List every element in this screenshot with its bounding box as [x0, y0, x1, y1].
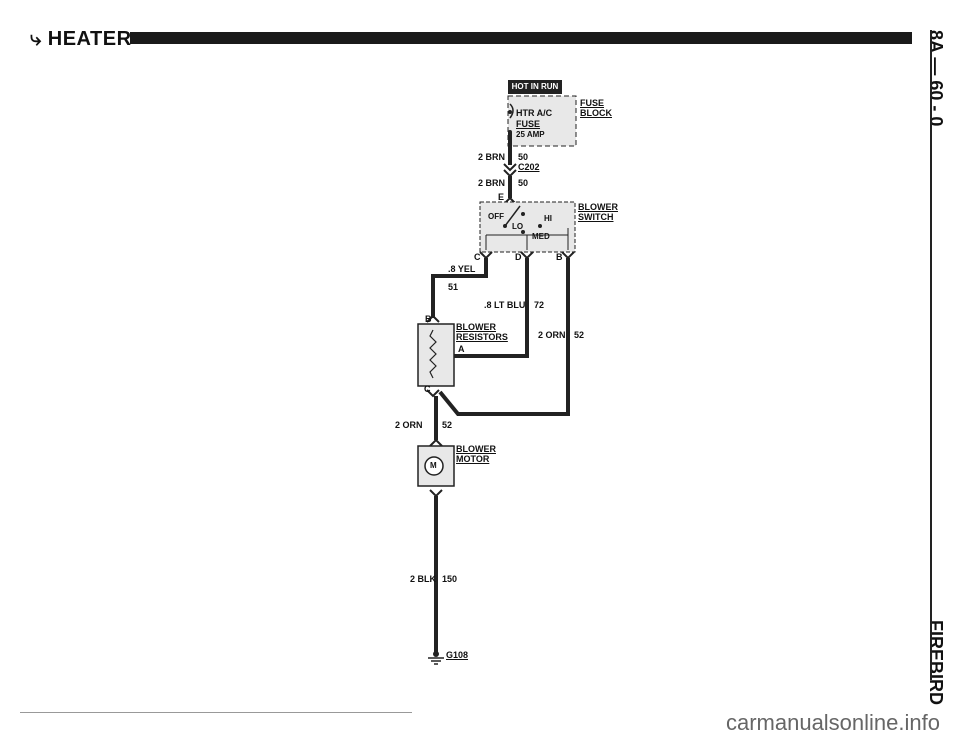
hot-in-run-badge: HOT IN RUN [508, 80, 562, 94]
blower-switch-label-2: SWITCH [578, 212, 614, 222]
fuse-name: HTR A/C [516, 108, 553, 118]
motor-label-2: MOTOR [456, 454, 490, 464]
wire-52-switch [438, 258, 570, 416]
wire-51-circuit: 51 [448, 282, 459, 292]
wire-52a-gauge: 2 ORN [538, 330, 566, 340]
fuse-word: FUSE [516, 119, 541, 129]
resistors-label-1: BLOWER [456, 322, 496, 332]
side-rule [930, 30, 932, 680]
wire-150-circuit: 150 [442, 574, 458, 584]
wire-72-gauge: .8 LT BLU [484, 300, 526, 310]
fuse-rating: 25 AMP [516, 130, 545, 139]
resistor-pin-b: B [425, 314, 432, 324]
switch-pin-c: C [474, 252, 481, 262]
watermark: carmanualsonline.info [725, 710, 940, 735]
wire-51 [431, 258, 488, 318]
wire-150-gauge: 2 BLK [410, 574, 437, 584]
switch-hi: HI [544, 214, 552, 223]
motor-label-1: BLOWER [456, 444, 496, 454]
wire-72-circuit: 72 [534, 300, 545, 310]
switch-med: MED [532, 232, 550, 241]
connector-c202 [503, 163, 517, 172]
blower-resistors-box [417, 323, 455, 387]
fuse-symbol [509, 103, 514, 119]
motor-symbol [424, 456, 444, 476]
switch-pin-d: D [515, 252, 522, 262]
fuse-block-label-2: BLOCK [580, 108, 612, 118]
switch-pin-b: B [556, 252, 563, 262]
resistor-pin-a: A [458, 344, 465, 354]
page-title: ⤷ HEATER [30, 28, 132, 50]
connector-label: C202 [518, 162, 540, 172]
resistor-pin-c: C [424, 384, 431, 394]
title-bar [130, 32, 912, 44]
fuse-block-label-1: FUSE [580, 98, 605, 108]
wire-52b-circuit: 52 [442, 420, 453, 430]
blower-switch-label-1: BLOWER [578, 202, 618, 212]
switch-lo: LO [512, 222, 524, 231]
footer-rule [20, 712, 412, 713]
wire-52b-gauge: 2 ORN [395, 420, 423, 430]
switch-off: OFF [488, 212, 504, 221]
arrow-icon: ⤷ [30, 28, 48, 50]
fuse-block-box [507, 95, 577, 147]
motor-symbol-letter: M [430, 461, 437, 470]
wire-50a-gauge: 2 BRN [478, 152, 506, 162]
resistors-label-2: RESISTORS [456, 332, 508, 342]
wire-50b-gauge: 2 BRN [478, 178, 506, 188]
ground-label: G108 [446, 650, 469, 660]
wire-51-gauge: .8 YEL [448, 264, 476, 274]
wire-50b-circuit: 50 [518, 178, 529, 188]
wire-50a-circuit: 50 [518, 152, 529, 162]
wire-52a-circuit: 52 [574, 330, 585, 340]
wire-72 [450, 258, 529, 358]
switch-pin-e: E [498, 192, 505, 202]
